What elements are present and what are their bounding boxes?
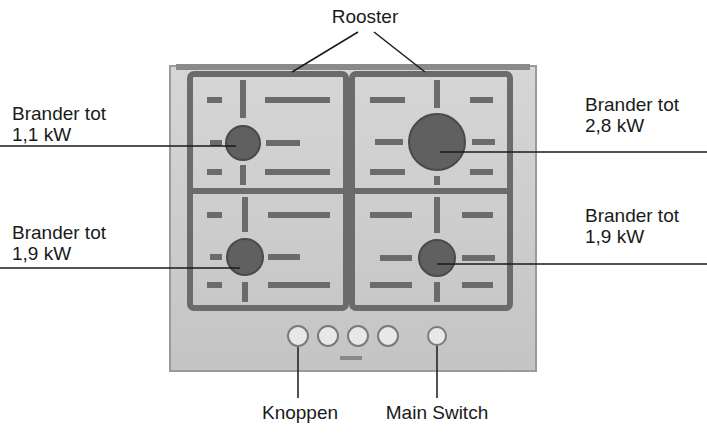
grate xyxy=(190,74,510,308)
hob-plate xyxy=(170,66,536,371)
knob xyxy=(288,326,446,346)
part-label: Rooster xyxy=(332,6,399,27)
burner xyxy=(226,114,465,276)
logo-mark xyxy=(340,356,362,360)
burner-label: Brander tot 1,9 kW xyxy=(585,205,703,247)
control-label: Knoppen xyxy=(262,402,338,423)
burner-label: Brander tot 1,9 kW xyxy=(12,222,130,264)
burner-label: Brander tot 1,1 kW xyxy=(12,103,130,145)
plate-edge xyxy=(176,64,530,70)
burner-label: Brander tot 2,8 kW xyxy=(585,94,703,136)
control-label: Main Switch xyxy=(386,402,488,423)
leader-line xyxy=(0,32,707,398)
